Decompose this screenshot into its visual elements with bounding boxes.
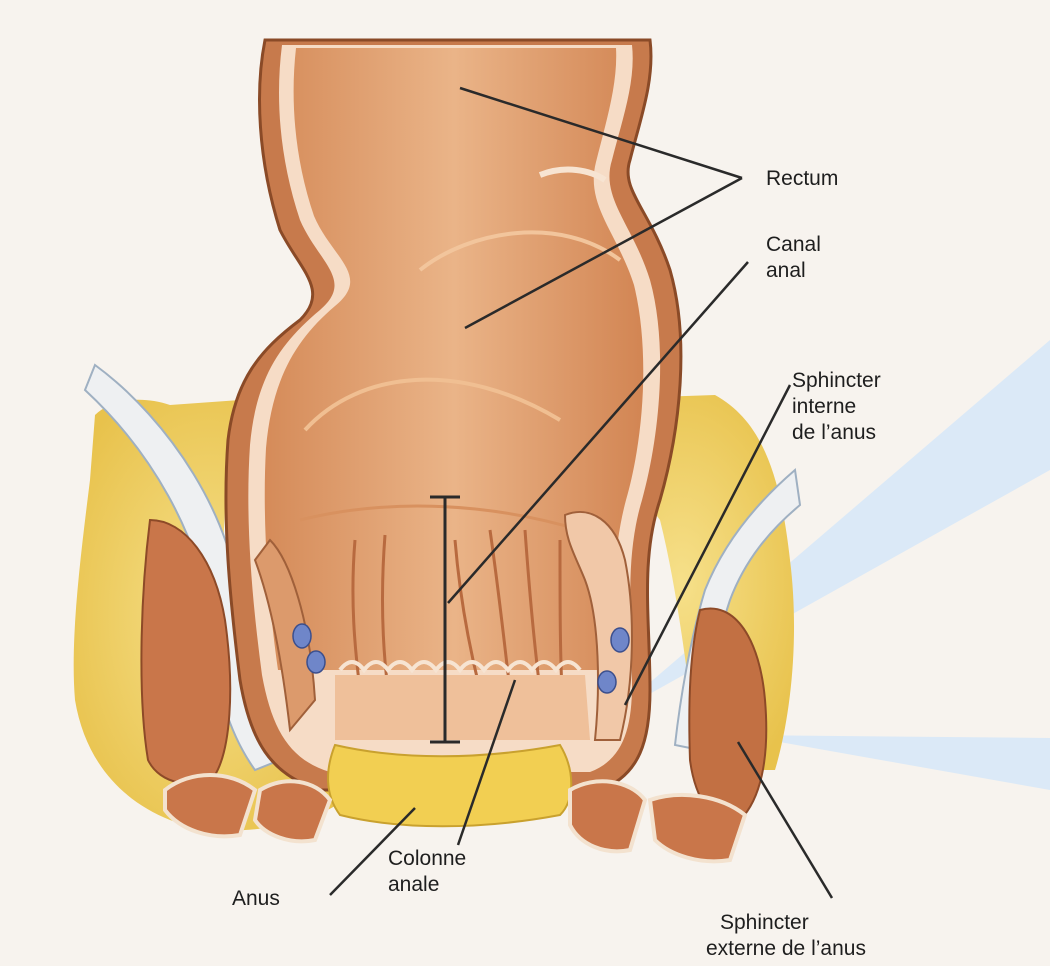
- anal-canal-lining: [335, 675, 590, 740]
- label-colonne-anale: Colonne anale: [388, 846, 466, 898]
- label-colonne-anale-line-1: Colonne: [388, 846, 466, 872]
- label-sphincter-interne-line-2: interne: [792, 394, 881, 420]
- label-colonne-anale-line-2: anale: [388, 872, 466, 898]
- label-rectum-line-1: Rectum: [766, 166, 838, 192]
- label-sphincter-interne-line-1: Sphincter: [792, 368, 881, 394]
- label-sphincter-externe: Sphincter externe de l’anus: [706, 910, 866, 962]
- label-sphincter-externe-line-2: externe de l’anus: [706, 936, 866, 962]
- label-sphincter-interne: Sphincter interne de l’anus: [792, 368, 881, 446]
- label-anus-line-1: Anus: [232, 886, 280, 912]
- anus-band: [328, 745, 571, 826]
- label-sphincter-externe-line-1: Sphincter: [706, 910, 866, 936]
- label-canal-anal-line-1: Canal: [766, 232, 821, 258]
- label-canal-anal: Canal anal: [766, 232, 821, 284]
- label-sphincter-interne-line-3: de l’anus: [792, 420, 881, 446]
- label-rectum: Rectum: [766, 166, 838, 192]
- label-anus: Anus: [232, 886, 280, 912]
- label-canal-anal-line-2: anal: [766, 258, 821, 284]
